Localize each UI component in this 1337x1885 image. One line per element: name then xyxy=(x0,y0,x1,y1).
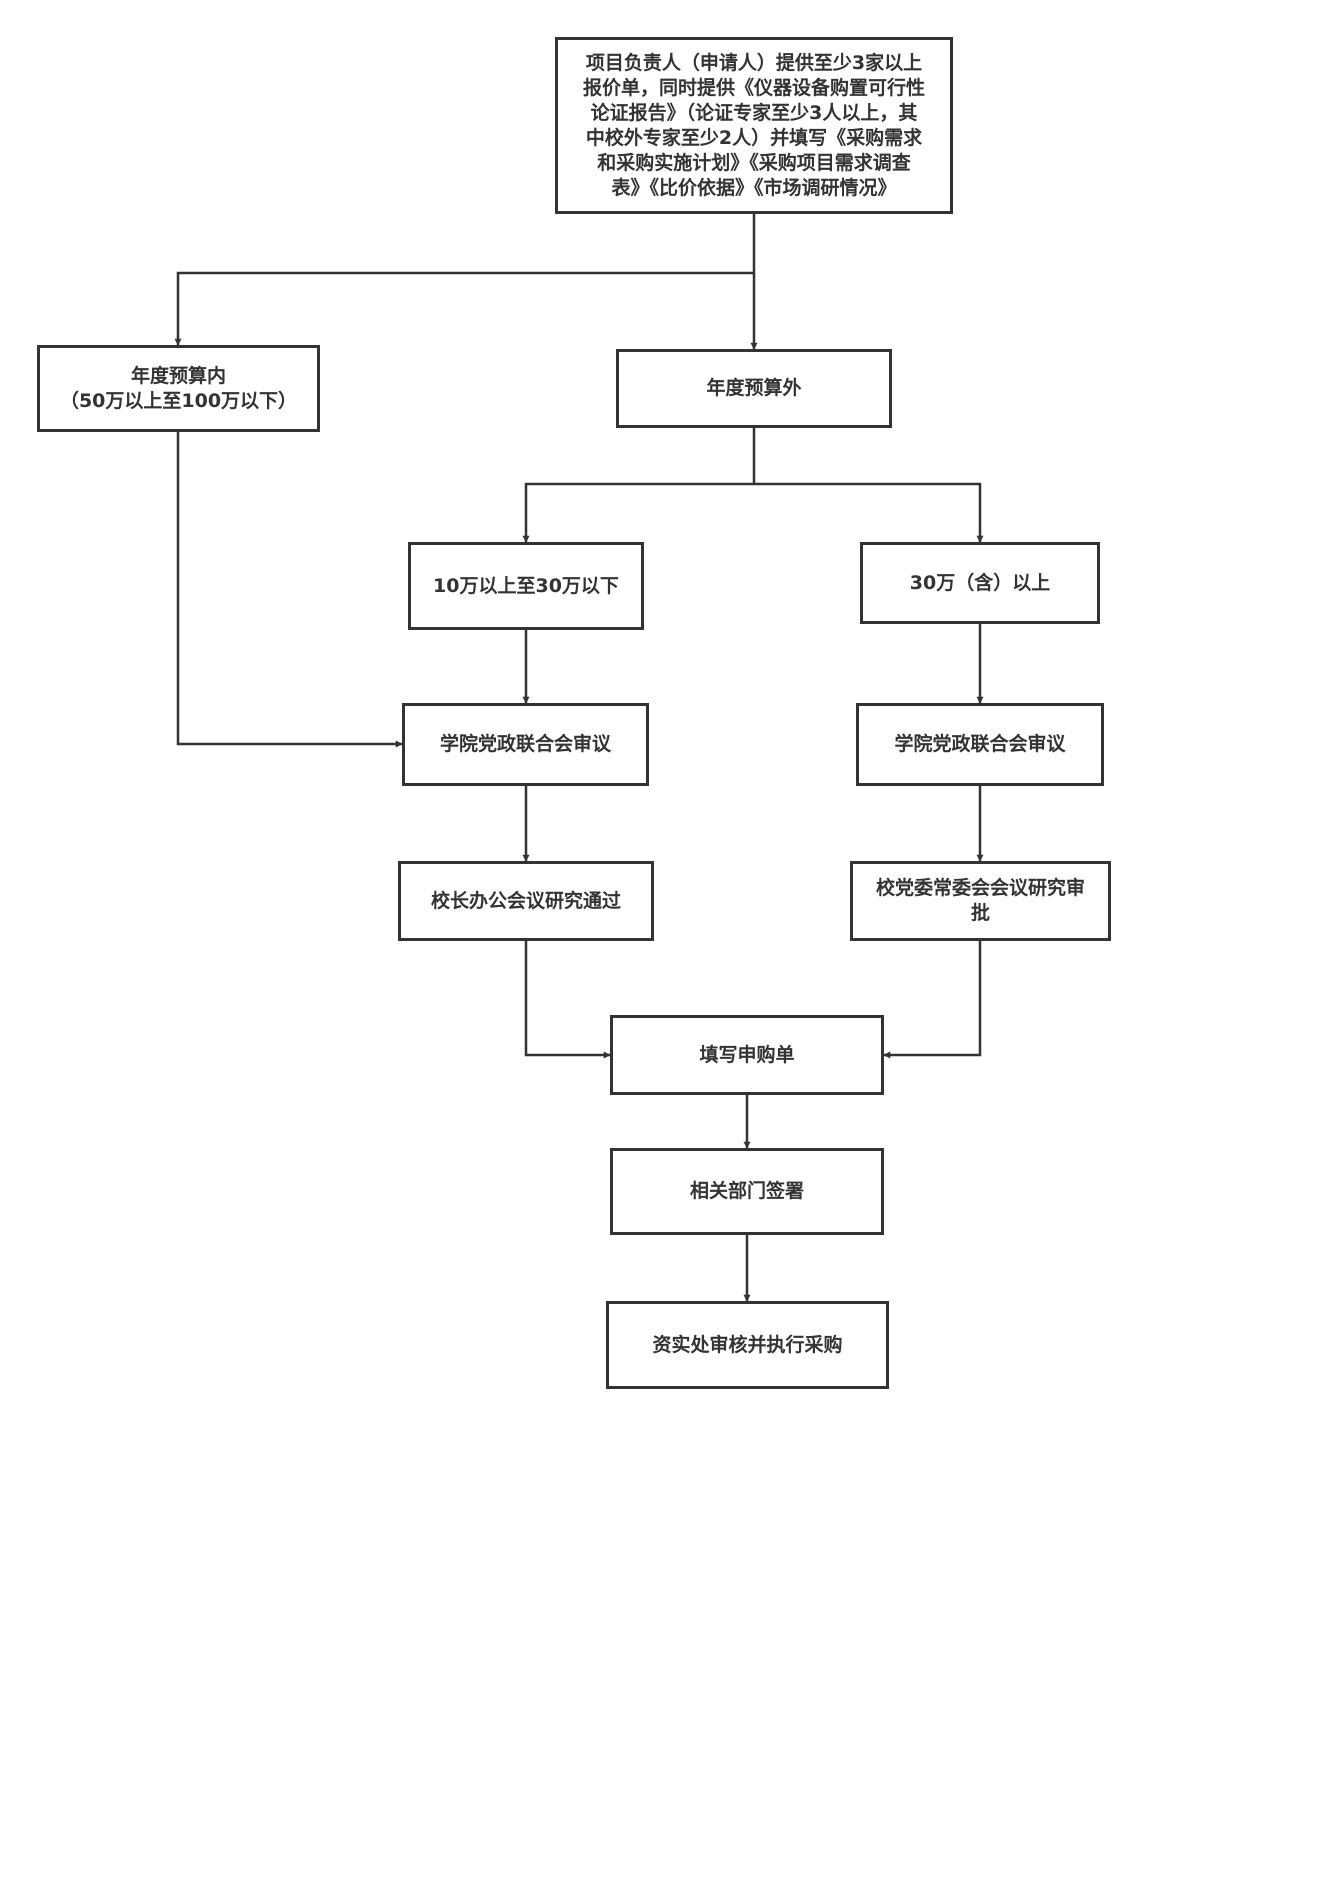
connector-president-to-fill xyxy=(524,941,611,1059)
node-president-office-meeting: 校长办公会议研究通过 xyxy=(398,861,654,941)
connector-party-to-fill xyxy=(883,941,982,1059)
connector-to-30-up xyxy=(754,482,984,543)
node-party-standing-committee: 校党委常委会会议研究审 批 xyxy=(850,861,1111,941)
node-in-annual-budget: 年度预算内 （50万以上至100万以下） xyxy=(37,345,320,432)
node-college-joint-review-left: 学院党政联合会审议 xyxy=(402,703,649,786)
connector-to-10-30 xyxy=(522,482,754,543)
node-review-and-execute-purchase: 资实处审核并执行采购 xyxy=(606,1301,889,1389)
node-range-30-and-above: 30万（含）以上 xyxy=(860,542,1100,624)
node-department-signature: 相关部门签署 xyxy=(610,1148,884,1235)
node-college-joint-review-right: 学院党政联合会审议 xyxy=(856,703,1104,786)
node-fill-purchase-form: 填写申购单 xyxy=(610,1015,884,1095)
connector-to-in-budget xyxy=(174,271,754,346)
node-applicant-requirements: 项目负责人（申请人）提供至少3家以上 报价单，同时提供《仪器设备购置可行性 论证… xyxy=(555,37,953,214)
connector-in-budget-to-college-a xyxy=(176,432,403,748)
node-out-of-annual-budget: 年度预算外 xyxy=(616,349,892,428)
node-range-10-to-30: 10万以上至30万以下 xyxy=(408,542,644,630)
